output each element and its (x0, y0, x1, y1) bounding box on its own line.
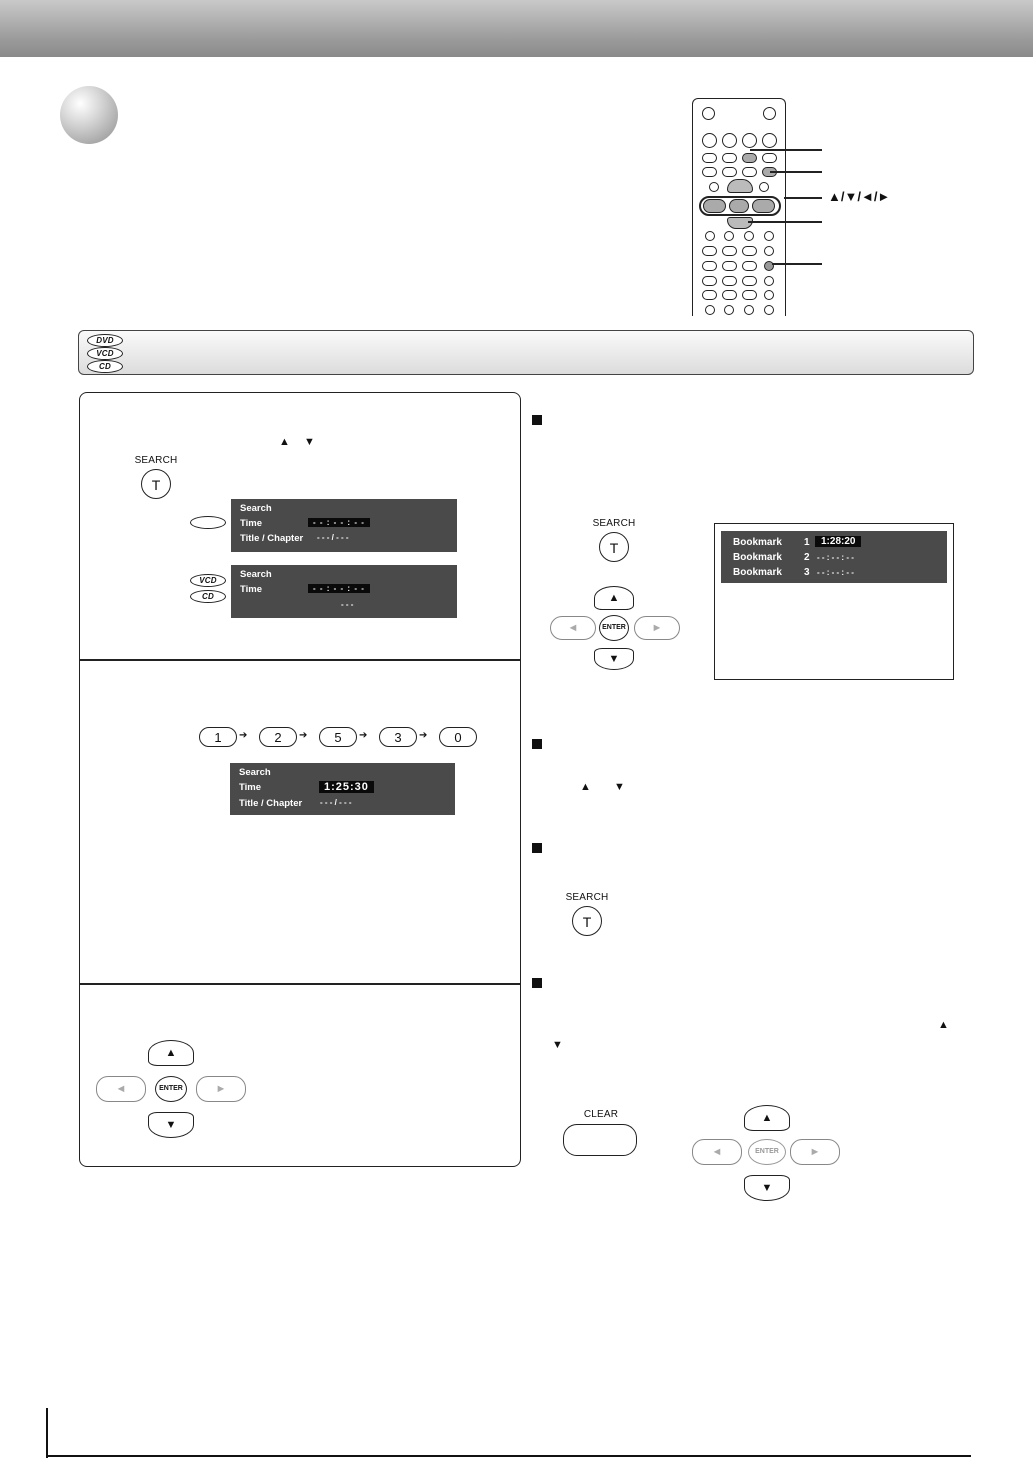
search-button-label: SEARCH (565, 892, 609, 903)
dpad-left-button[interactable]: ◄ (96, 1076, 146, 1102)
osd-time-label: Time (240, 584, 263, 595)
number-key-3[interactable]: 3 (379, 727, 417, 747)
up-arrow-icon: ▲ (580, 781, 591, 793)
search-button[interactable]: T (599, 532, 629, 562)
section-square-bullet (532, 843, 542, 853)
dpad-right-button[interactable]: ► (634, 616, 680, 640)
leader-line (750, 149, 822, 151)
dpad-up-button[interactable]: ▲ (594, 586, 634, 610)
vcd-disc-icon: VCD (190, 574, 226, 587)
up-arrow-icon: ▲ (279, 436, 290, 448)
section-square-bullet (532, 739, 542, 749)
bookmark-value[interactable]: - - : - - : - - (817, 553, 854, 562)
search-button[interactable]: T (141, 469, 171, 499)
osd-search-dvd: Search Time - - : - - : - - Title / Chap… (231, 499, 457, 552)
osd-chapter-label: Title / Chapter (239, 798, 303, 809)
osd-title: Search (239, 767, 271, 778)
dvd-disc-icon (190, 516, 226, 529)
remote-illustration (692, 98, 786, 316)
clear-button-label: CLEAR (583, 1109, 619, 1120)
bookmark-value[interactable]: 1:28:20 (815, 536, 862, 547)
steps-panel (79, 392, 521, 1167)
dpad-right-button[interactable]: ► (196, 1076, 246, 1102)
osd-time-value: - - : - - : - - (308, 518, 370, 527)
header-bar (0, 0, 1033, 57)
disc-type-bar: DVD VCD CD (78, 330, 974, 375)
bookmark-label: Bookmark (733, 567, 782, 578)
dpad-up-button[interactable]: ▲ (744, 1105, 790, 1131)
divider (80, 983, 520, 985)
divider (80, 659, 520, 661)
dpad-left-button[interactable]: ◄ (692, 1139, 742, 1165)
osd-time-value: 1:25:30 (319, 781, 374, 793)
leader-line (748, 221, 822, 223)
arrow-right-icon: ➔ (239, 730, 248, 741)
search-button[interactable]: T (572, 906, 602, 936)
bookmark-osd: Bookmark 1 1:28:20 Bookmark 2 - - : - - … (721, 531, 947, 583)
search-button-label: SEARCH (134, 455, 178, 466)
section-square-bullet (532, 415, 542, 425)
dpad-down-button[interactable]: ▼ (594, 648, 634, 670)
bookmark-label: Bookmark (733, 552, 782, 563)
vcd-icon: VCD (87, 347, 123, 360)
enter-button[interactable]: ENTER (748, 1139, 786, 1165)
bookmark-num: 3 (804, 567, 810, 578)
dpad-step3: ▲ ◄ ENTER ► ▼ (96, 1040, 246, 1138)
dpad-clear: ▲ ◄ ENTER ► ▼ (692, 1105, 842, 1201)
up-arrow-icon: ▲ (938, 1019, 949, 1031)
dpad-down-button[interactable]: ▼ (148, 1112, 194, 1138)
section-bullet-sphere (60, 86, 118, 144)
search-button-label: SEARCH (592, 518, 636, 529)
dvd-icon: DVD (87, 334, 123, 347)
enter-button[interactable]: ENTER (599, 615, 629, 641)
osd-time-value: - - : - - : - - (308, 584, 370, 593)
leader-line (784, 197, 822, 199)
down-arrow-icon: ▼ (552, 1039, 563, 1051)
bookmark-screen: Bookmark 1 1:28:20 Bookmark 2 - - : - - … (714, 523, 954, 680)
dpad-down-button[interactable]: ▼ (744, 1175, 790, 1201)
clear-button[interactable] (563, 1124, 637, 1156)
cd-disc-icon: CD (190, 590, 226, 603)
down-arrow-icon: ▼ (614, 781, 625, 793)
bookmark-num: 1 (804, 537, 810, 548)
number-key-1[interactable]: 1 (199, 727, 237, 747)
osd-chapter-value: - - - / - - - (317, 533, 349, 542)
leader-line (770, 171, 822, 173)
osd-time-label: Time (240, 518, 263, 529)
number-key-5[interactable]: 5 (319, 727, 357, 747)
dpad-up-button[interactable]: ▲ (148, 1040, 194, 1066)
number-key-2[interactable]: 2 (259, 727, 297, 747)
arrow-right-icon: ➔ (299, 730, 308, 741)
bookmark-value[interactable]: - - : - - : - - (817, 568, 854, 577)
osd-chapter-label: Title / Chapter (240, 533, 304, 544)
dpad-left-button[interactable]: ◄ (550, 616, 596, 640)
osd-chapter-value: - - - / - - - (320, 798, 352, 807)
leader-line (772, 263, 822, 265)
osd-search-vcd: Search Time - - : - - : - - - - - (231, 565, 457, 618)
bookmark-num: 2 (804, 552, 810, 563)
footer-rule (46, 1455, 971, 1457)
dpad-right-button[interactable]: ► (790, 1139, 840, 1165)
osd-title: Search (240, 569, 272, 580)
arrow-right-icon: ➔ (359, 730, 368, 741)
osd-time-label: Time (239, 782, 262, 793)
osd-title: Search (240, 503, 272, 514)
arrow-right-icon: ➔ (419, 730, 428, 741)
osd-extra-value: - - - (341, 600, 354, 609)
osd-search-result: Search Time 1:25:30 Title / Chapter - - … (230, 763, 455, 815)
dpad-bookmark: ▲ ◄ ENTER ► ▼ (550, 586, 680, 672)
remote-arrow-label: ▲/▼/◄/► (828, 189, 891, 204)
cd-icon: CD (87, 360, 123, 373)
section-square-bullet (532, 978, 542, 988)
bookmark-label: Bookmark (733, 537, 782, 548)
down-arrow-icon: ▼ (304, 436, 315, 448)
enter-button[interactable]: ENTER (155, 1076, 187, 1102)
footer-rule (46, 1408, 48, 1458)
number-key-0[interactable]: 0 (439, 727, 477, 747)
